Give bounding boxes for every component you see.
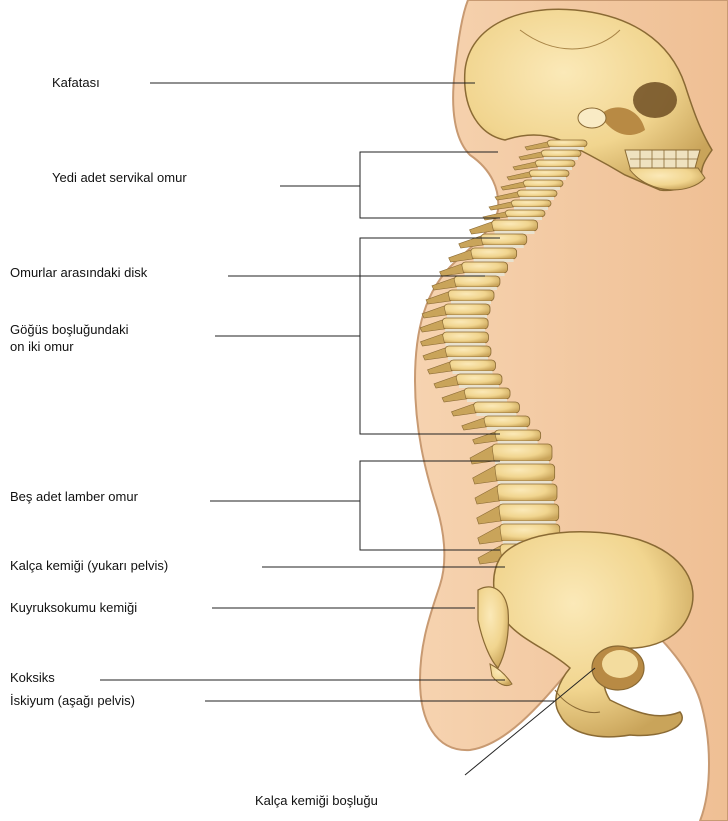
intervertebral-disc [457,287,497,290]
vertebra [473,402,519,413]
vertebra [495,430,541,441]
label-intervertebral-disc: Omurlar arasındaki disk [10,265,147,281]
intervertebral-disc [544,157,578,160]
intervertebral-disc [502,521,556,524]
label-skull: Kafatası [52,75,100,91]
intervertebral-disc [467,399,507,402]
vertebra [448,290,494,301]
intervertebral-disc [498,481,552,484]
vertebra [499,504,559,521]
vertebra [505,210,545,217]
intervertebral-disc [532,177,566,180]
label-coccyx: Koksiks [10,670,55,686]
label-hip-socket: Kalça kemiği boşluğu [255,793,378,809]
intervertebral-disc [453,371,493,374]
vertebra [495,464,555,481]
intervertebral-disc [448,357,488,360]
intervertebral-disc [445,343,485,346]
intervertebral-disc [447,315,487,318]
vertebra [492,444,552,461]
vertebra [541,150,581,157]
label-thoracic-line2: on iki omur [10,339,74,355]
intervertebral-disc [487,427,527,430]
label-ischium: İskiyum (aşağı pelvis) [10,693,135,709]
intervertebral-disc [498,441,538,444]
vertebra [511,200,551,207]
intervertebral-disc [500,501,554,504]
intervertebral-disc [538,167,572,170]
intervertebral-disc [476,413,516,416]
vertebra [517,190,557,197]
label-lumbar-vertebrae: Beş adet lamber omur [10,489,138,505]
label-sacrum: Kuyruksokumu kemiği [10,600,137,616]
intervertebral-disc [451,301,491,304]
vertebra [523,180,563,187]
intervertebral-disc [459,385,499,388]
intervertebral-disc [474,259,514,262]
vertebra [454,276,500,287]
intervertebral-disc [514,207,548,210]
label-thoracic-line1: Göğüs boşluğundaki [10,322,129,338]
intervertebral-disc [520,197,554,200]
intervertebral-disc [495,231,535,234]
label-ilium: Kalça kemiği (yukarı pelvis) [10,558,168,574]
vertebra [445,346,491,357]
vertebra [492,220,538,231]
vertebra [529,170,569,177]
vertebra [471,248,517,259]
vertebra [444,304,490,315]
vertebra [442,332,488,343]
vertebra [442,318,488,329]
vertebra [462,262,508,273]
intervertebral-disc [495,461,549,464]
vertebra [464,388,510,399]
label-cervical-vertebrae: Yedi adet servikal omur [52,170,187,186]
intervertebral-disc [526,187,560,190]
vertebra [547,140,587,147]
intervertebral-disc [445,329,485,332]
vertebra [497,484,557,501]
intervertebral-disc [508,217,542,220]
vertebra [535,160,575,167]
intervertebral-disc [484,245,524,248]
intervertebral-disc [550,147,584,150]
vertebra [481,234,527,245]
vertebra [484,416,530,427]
vertebra [450,360,496,371]
vertebra [456,374,502,385]
